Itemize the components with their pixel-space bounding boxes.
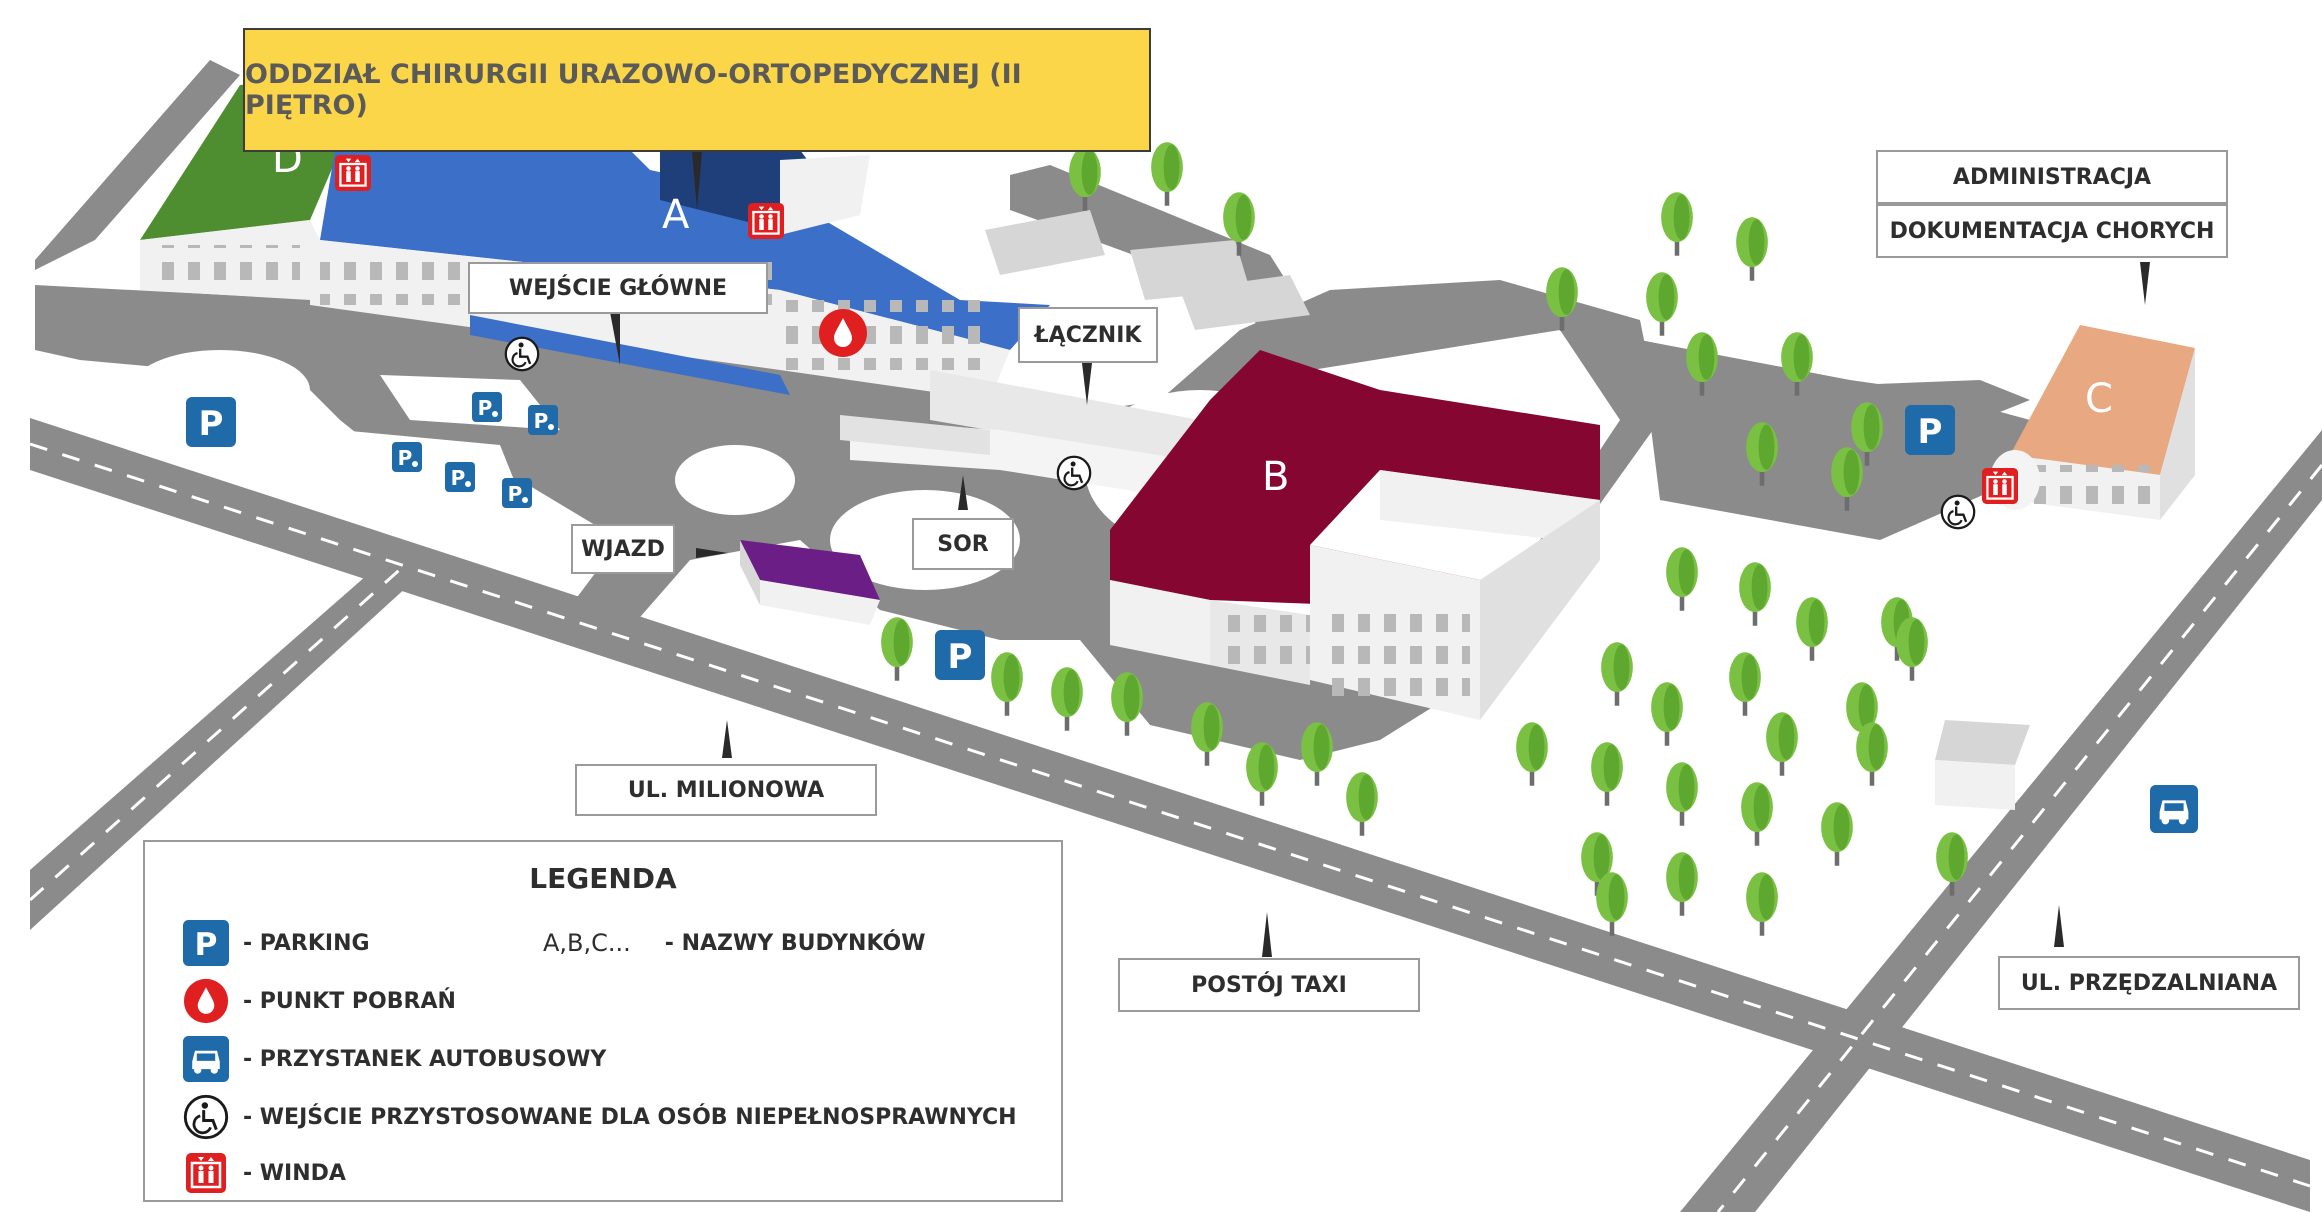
tree-icon <box>1741 782 1773 846</box>
tree-icon <box>1191 702 1223 766</box>
building-b-label: B <box>1262 454 1289 500</box>
tree-icon <box>1729 652 1761 716</box>
tree-icon <box>1516 722 1548 786</box>
legend-item-elevator: - WINDA <box>183 1148 346 1198</box>
disabled-parking-icon <box>472 392 502 422</box>
label-taxi: POSTÓJ TAXI <box>1118 958 1420 1012</box>
parking-icon <box>186 397 236 447</box>
tree-icon <box>1821 802 1853 866</box>
elevator-icon <box>335 155 371 191</box>
tree-icon <box>1896 617 1928 681</box>
bus-stop-icon <box>2150 785 2198 833</box>
legend-item-label: - PRZYSTANEK AUTOBUSOWY <box>243 1046 607 1072</box>
parking-icon <box>183 920 229 966</box>
legend-abc: A,B,C... - NAZWY BUDYNKÓW <box>543 918 926 968</box>
entry-booth <box>740 540 880 625</box>
legend-item-label: - WINDA <box>243 1160 346 1186</box>
tree-icon <box>1601 642 1633 706</box>
disabled-parking-icon <box>502 478 532 508</box>
tree-icon <box>881 617 913 681</box>
tree-icon <box>1766 712 1798 776</box>
tree-icon <box>1666 547 1698 611</box>
bus-stop-icon <box>183 1036 229 1082</box>
tree-icon <box>1856 722 1888 786</box>
tree-icon <box>1739 562 1771 626</box>
elevator-icon <box>1982 468 2018 504</box>
tree-icon <box>1736 217 1768 281</box>
wheelchair-icon <box>1056 455 1092 491</box>
building-c: C <box>1990 325 2195 520</box>
elevator-icon <box>183 1150 229 1196</box>
department-banner: ODDZIAŁ CHIRURGII URAZOWO-ORTOPEDYCZNEJ … <box>243 28 1151 152</box>
tree-icon <box>1246 742 1278 806</box>
tree-icon <box>1591 742 1623 806</box>
wheelchair-icon <box>504 336 540 372</box>
tree-icon <box>1796 597 1828 661</box>
wheelchair-icon <box>183 1094 229 1140</box>
tree-icon <box>1596 872 1628 936</box>
legend-title: LEGENDA <box>529 862 677 895</box>
legend-abc-text: - NAZWY BUDYNKÓW <box>664 930 926 956</box>
disabled-parking-icon <box>392 442 422 472</box>
disabled-parking-icon <box>445 462 475 492</box>
tree-icon <box>1346 772 1378 836</box>
minor-structures <box>985 210 1310 330</box>
label-street-milionowa: UL. MILIONOWA <box>575 764 877 816</box>
disabled-parking-icon <box>528 405 558 435</box>
building-c-label: C <box>2085 376 2113 422</box>
tree-icon <box>1661 192 1693 256</box>
legend-item-parking: - PARKING <box>183 918 370 968</box>
punkt-pobran-icon <box>183 978 229 1024</box>
tree-icon <box>1666 852 1698 916</box>
tree-icon <box>1651 682 1683 746</box>
tree-icon <box>1301 722 1333 786</box>
legend-abc-sample: A,B,C... <box>543 929 631 957</box>
wheelchair-icon <box>1940 494 1976 530</box>
legend-item-wheelchair: - WEJŚCIE PRZYSTOSOWANE DLA OSÓB NIEPEŁN… <box>183 1092 1017 1142</box>
punkt-pobran-icon <box>819 309 867 357</box>
tree-icon <box>1646 272 1678 336</box>
road-sw-branch <box>30 555 420 930</box>
legend-item-bus-stop: - PRZYSTANEK AUTOBUSOWY <box>183 1034 606 1084</box>
building-b: B <box>1110 350 1600 720</box>
label-emergency: SOR <box>912 518 1014 570</box>
label-connector: ŁĄCZNIK <box>1018 307 1158 363</box>
road-markings <box>29 442 2322 1212</box>
label-main-entrance: WEJŚCIE GŁÓWNE <box>468 262 768 314</box>
tree-icon <box>1111 672 1143 736</box>
small-building <box>1935 720 2030 810</box>
campus-road-w <box>35 60 240 270</box>
parking-icon <box>935 630 985 680</box>
label-administration: ADMINISTRACJA <box>1876 150 2228 204</box>
elevator-icon <box>748 203 784 239</box>
legend-item-punkt-pobran: - PUNKT POBRAŃ <box>183 976 456 1026</box>
tree-icon <box>991 652 1023 716</box>
legend-item-label: - PARKING <box>243 930 370 956</box>
legend-item-label: - PUNKT POBRAŃ <box>243 988 456 1014</box>
tree-icon <box>1151 142 1183 206</box>
label-records: DOKUMENTACJA CHORYCH <box>1876 204 2228 258</box>
parking-icon <box>1905 405 1955 455</box>
label-entry: WJAZD <box>571 524 675 574</box>
connector-blocks <box>840 370 1200 500</box>
road-przedzalniana <box>1680 430 2322 1212</box>
building-a-label: A <box>662 192 690 238</box>
legend-item-label: - WEJŚCIE PRZYSTOSOWANE DLA OSÓB NIEPEŁN… <box>243 1104 1017 1130</box>
label-pointers <box>610 152 2150 957</box>
label-street-przedzalniana: UL. PRZĘDZALNIANA <box>1998 956 2300 1010</box>
tree-icon <box>1746 872 1778 936</box>
legend: LEGENDA A,B,C... - NAZWY BUDYNKÓW - PARK… <box>143 840 1063 1202</box>
tree-icon <box>1051 667 1083 731</box>
tree-icon <box>1666 762 1698 826</box>
